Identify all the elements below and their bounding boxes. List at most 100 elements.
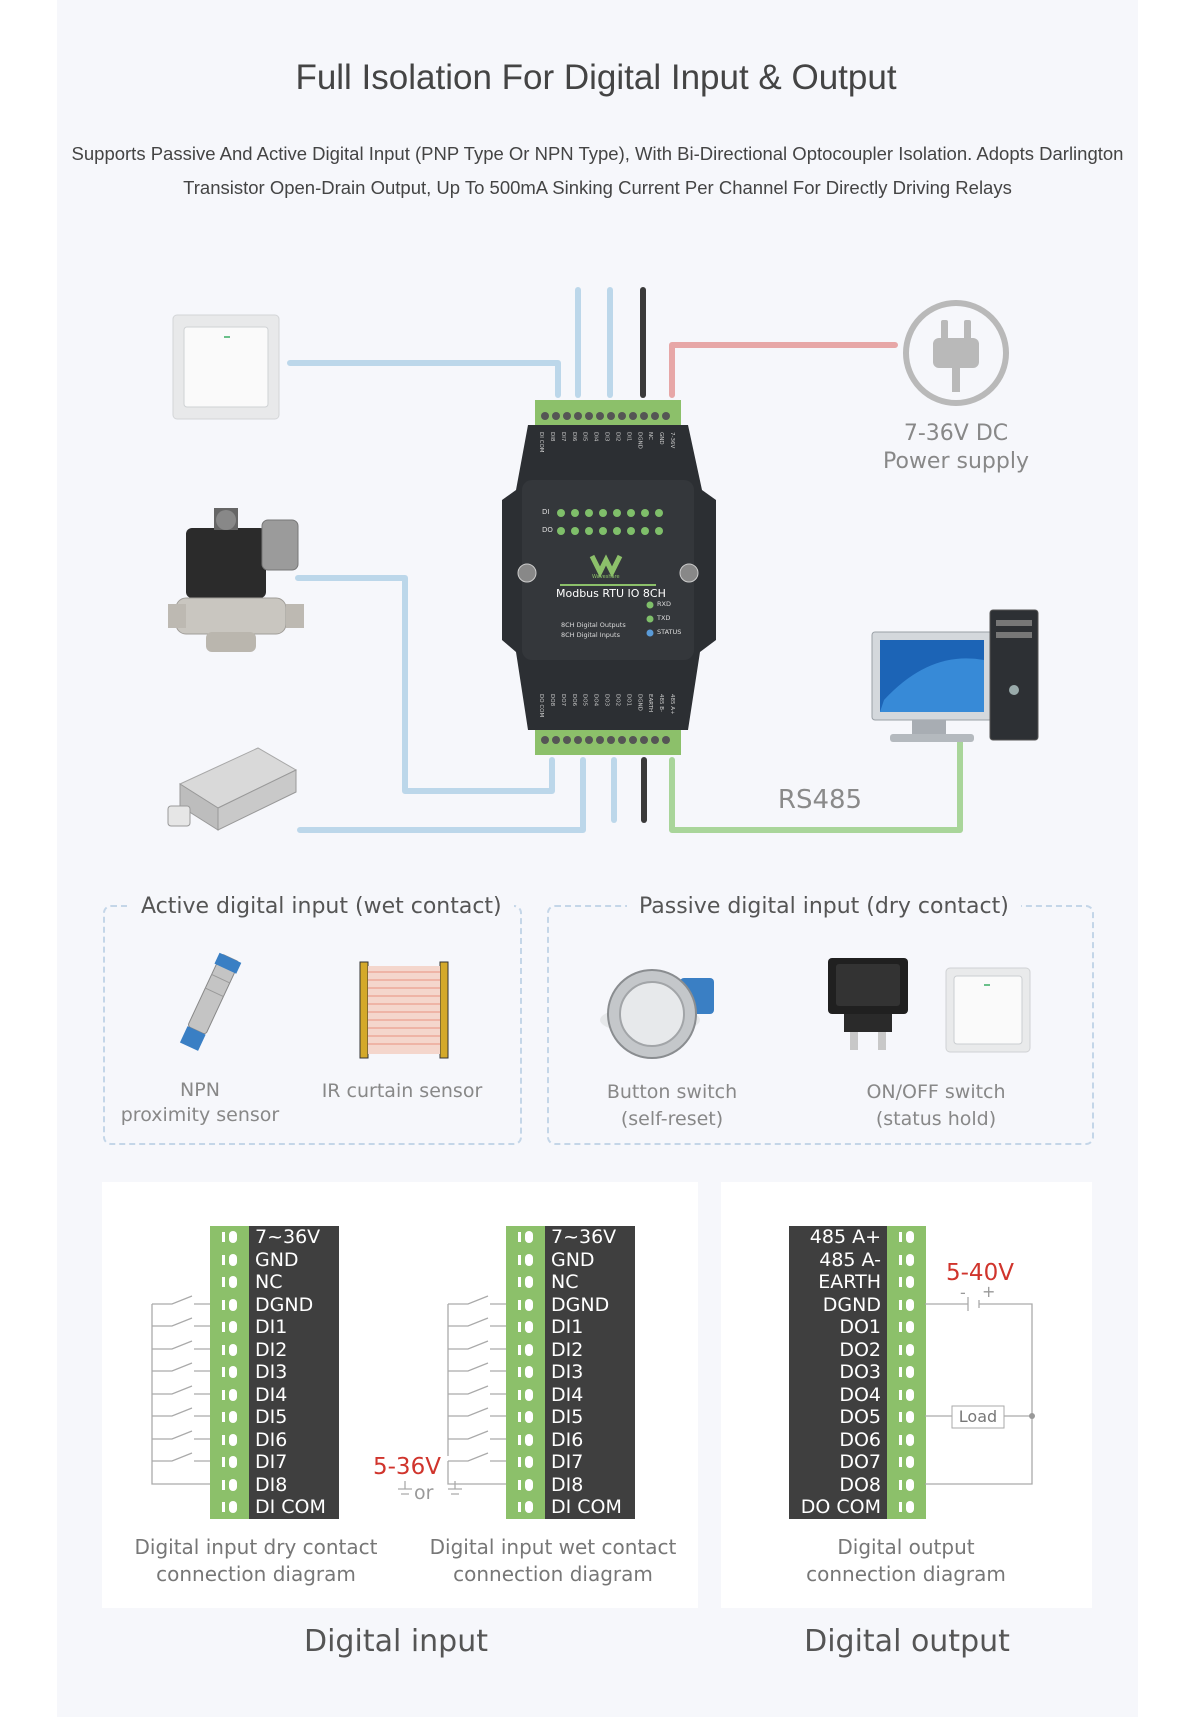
terminal-pin — [210, 1361, 249, 1384]
terminal-label: DO3 — [839, 1361, 881, 1383]
wet-voltage-label: 5-36V — [373, 1454, 441, 1480]
terminal-label: DO6 — [839, 1428, 881, 1451]
terminal-label: DI2 — [255, 1338, 288, 1361]
device-terminal-label: DI7 — [559, 432, 566, 442]
terminal-label: 485 A- — [819, 1248, 881, 1271]
terminal-label: DO4 — [839, 1383, 881, 1406]
solenoid-valve-icon — [168, 508, 304, 652]
load-label: Load — [958, 1407, 998, 1426]
terminal-pin — [210, 1316, 249, 1339]
terminal-label: DGND — [822, 1293, 881, 1316]
terminal-pin — [887, 1496, 926, 1519]
terminal-label: DGND — [255, 1293, 314, 1316]
output-voltage-label: 5-40V — [946, 1260, 1014, 1286]
wet-battery-symbols — [398, 1481, 462, 1495]
wall-switch-icon — [172, 314, 280, 420]
terminal-label: DI5 — [255, 1406, 288, 1428]
terminal-label: DI1 — [551, 1316, 584, 1338]
dry-contact-caption-line2: connection diagram — [156, 1562, 356, 1586]
device-terminal-label: DO1 — [625, 694, 632, 707]
device-terminal-label: 485 B- — [658, 694, 665, 713]
wet-or-label: or — [414, 1482, 434, 1504]
device-brand-label: Waveshare — [592, 574, 620, 580]
terminal-pin — [506, 1406, 545, 1429]
device-feature-inputs: 8CH Digital Inputs — [561, 631, 620, 639]
subtitle-line-1: Supports Passive And Active Digital Inpu… — [71, 143, 1124, 164]
terminal-label: DI3 — [551, 1361, 584, 1383]
terminal-pin — [210, 1496, 249, 1519]
output-caption-line1: Digital output — [837, 1535, 975, 1559]
terminal-pin — [210, 1429, 249, 1452]
output-pin-column — [887, 1226, 926, 1519]
device-terminal-label: GND — [658, 432, 665, 445]
terminal-label: NC — [551, 1271, 579, 1293]
output-supply-wire — [925, 1303, 1033, 1485]
rocker-switch-icon — [828, 958, 908, 1050]
wire-switch-to-di — [287, 360, 561, 398]
output-minus-label: - — [960, 1283, 966, 1302]
output-caption-line2: connection diagram — [806, 1562, 1006, 1586]
npn-sensor-label-line2: proximity sensor — [120, 1104, 280, 1126]
terminal-pin — [210, 1249, 249, 1272]
terminal-label: DI6 — [255, 1428, 288, 1451]
device-terminal-label: 485 A+ — [669, 694, 676, 715]
subtitle-line-2: Transistor Open-Drain Output, Up To 500m… — [183, 177, 1012, 198]
terminal-label: DI8 — [551, 1473, 584, 1496]
device-terminal-label: DO8 — [548, 694, 555, 707]
digital-input-heading: Digital input — [304, 1624, 488, 1659]
device-terminal-label: DI3 — [603, 432, 610, 442]
terminal-label: DO COM — [800, 1496, 881, 1518]
device-terminal-label: DO2 — [614, 694, 621, 707]
device-terminal-label: DI6 — [570, 432, 577, 442]
device-terminal-label: DO4 — [592, 694, 599, 707]
terminal-pin — [887, 1451, 926, 1474]
device-terminal-label: DO7 — [559, 694, 566, 707]
terminal-pin — [506, 1294, 545, 1317]
terminal-pin — [210, 1474, 249, 1497]
terminal-label: DI7 — [551, 1451, 584, 1473]
load-box — [951, 1405, 1005, 1429]
device-model-label: Modbus RTU IO 8CH — [556, 587, 666, 600]
computer-icon — [871, 609, 1039, 742]
power-plug-icon — [903, 300, 1009, 406]
terminal-label: DI COM — [551, 1496, 622, 1518]
button-switch-icon — [600, 969, 714, 1059]
npn-sensor-label-line1: NPN — [180, 1079, 220, 1101]
terminal-label: DI3 — [255, 1361, 288, 1383]
terminal-label: DI4 — [255, 1383, 288, 1406]
terminal-label: GND — [255, 1248, 299, 1271]
page-title: Full Isolation For Digital Input & Outpu… — [295, 58, 897, 97]
device-terminal-label: NC — [647, 432, 654, 440]
terminal-pin — [210, 1339, 249, 1362]
onoff-switch-label: ON/OFF switch (status hold) — [846, 1079, 1026, 1133]
wire-valve — [295, 575, 555, 794]
terminal-pin — [506, 1271, 545, 1294]
device-terminal-label: DGND — [636, 694, 643, 711]
terminal-label: DI5 — [551, 1406, 584, 1428]
terminal-pin — [887, 1384, 926, 1407]
device-terminal-label: 7-36V — [669, 432, 676, 449]
device-terminal-label: DI COM — [538, 432, 544, 453]
terminal-label: DGND — [551, 1293, 610, 1316]
output-plus-label: + — [982, 1282, 996, 1301]
power-supply-text: Power supply — [883, 449, 1029, 474]
terminal-label: DO8 — [839, 1473, 881, 1496]
device-terminal-label: DO COM — [538, 694, 544, 718]
terminal-pin — [506, 1451, 545, 1474]
dry-contact-pin-column — [210, 1226, 249, 1519]
onoff-switch-label-line1: ON/OFF switch — [866, 1081, 1006, 1103]
terminal-label: DO7 — [839, 1451, 881, 1473]
dry-common-rail — [151, 1304, 210, 1485]
terminal-pin — [210, 1226, 249, 1249]
ir-curtain-sensor-icon — [359, 961, 449, 1059]
terminal-pin — [210, 1294, 249, 1317]
dry-switch-set — [152, 1295, 210, 1462]
wet-switch-set — [448, 1295, 506, 1462]
terminal-pin — [887, 1249, 926, 1272]
wiring-illustration — [167, 287, 1039, 833]
terminal-label: DI4 — [551, 1383, 584, 1406]
